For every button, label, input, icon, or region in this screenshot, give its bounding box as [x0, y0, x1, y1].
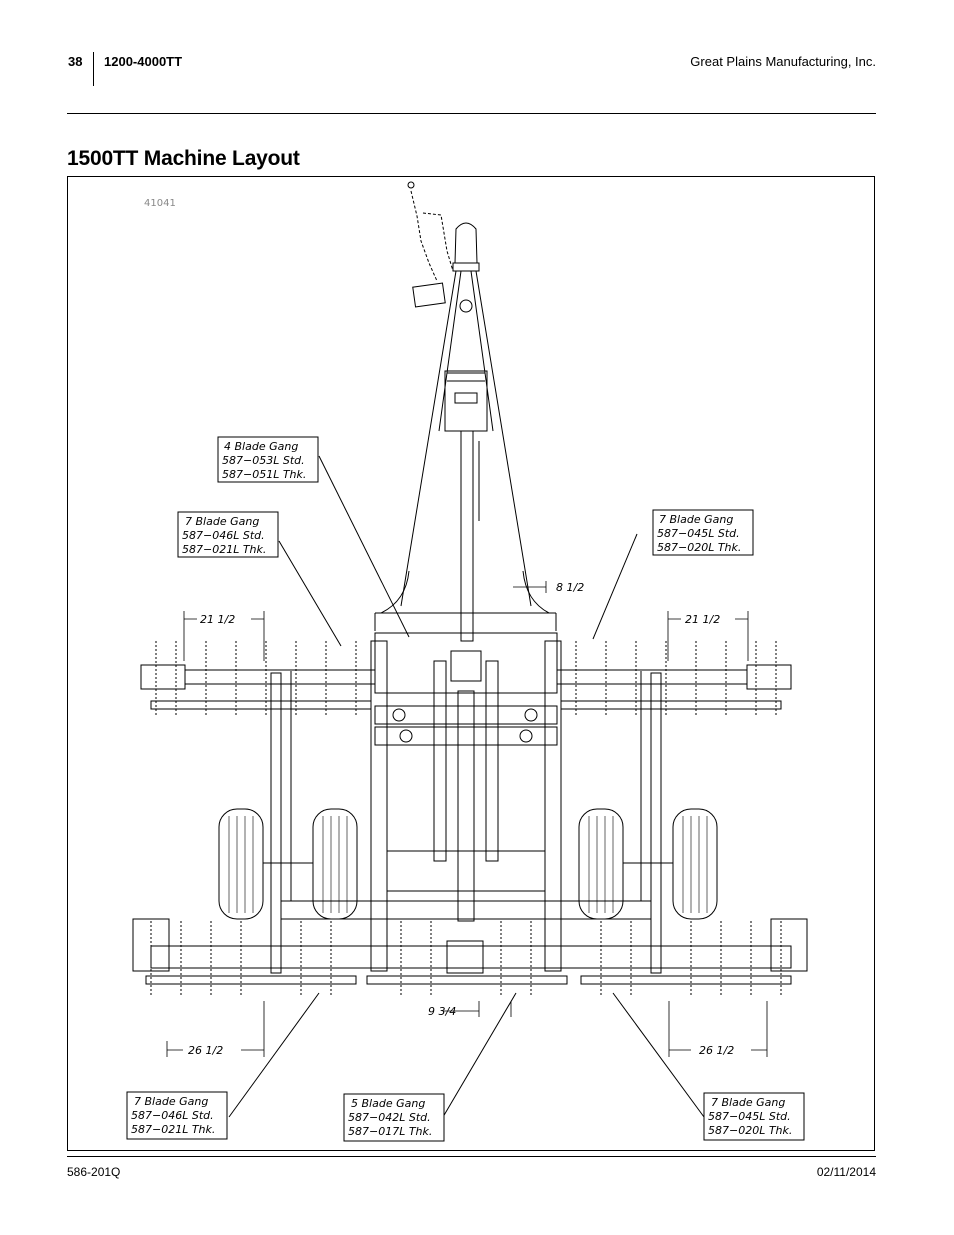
callout-bottom-center-line1: 5 Blade Gang	[351, 1097, 425, 1110]
machine-layout-diagram: 41041 4 Blade Gang 587−053L Std. 587−051…	[126, 181, 808, 1142]
callout-top-center-line3: 587−051L Thk.	[222, 468, 306, 481]
callout-box-7-blade-right	[652, 509, 754, 556]
callout-box-7-blade-rear-left	[126, 1091, 228, 1140]
hitch-tongue	[374, 222, 557, 642]
dimension-front-right: 21 1/2	[685, 613, 720, 626]
callout-mid-left-line1: 7 Blade Gang	[185, 515, 259, 528]
callout-box-5-blade	[343, 1093, 445, 1142]
front-left-gang	[140, 641, 376, 717]
leader-lines	[228, 455, 705, 1118]
callout-bottom-left-line2: 587−046L Std.	[131, 1109, 214, 1122]
callout-bottom-center-line3: 587−017L Thk.	[348, 1125, 432, 1138]
wheels	[218, 808, 718, 920]
dimension-front-left: 21 1/2	[200, 613, 235, 626]
hitch-chain	[407, 181, 454, 282]
callout-top-center-line2: 587−053L Std.	[222, 454, 305, 467]
callout-mid-left-line3: 587−021L Thk.	[182, 543, 266, 556]
section-title: 1500TT Machine Layout	[67, 147, 300, 170]
figure-frame: 41041 4 Blade Gang 587−053L Std. 587−051…	[67, 176, 875, 1151]
figure-id: 41041	[144, 198, 176, 209]
callout-box-7-blade-left	[177, 511, 279, 558]
callout-mid-right-line2: 587−045L Std.	[657, 527, 740, 540]
document-number: 586-201Q	[67, 1165, 121, 1179]
page-number: 38	[68, 54, 83, 69]
callout-bottom-center-line2: 587−042L Std.	[348, 1111, 431, 1124]
callout-bottom-left-line3: 587−021L Thk.	[131, 1123, 215, 1136]
rear-gang-row	[132, 918, 808, 996]
callout-top-center-line1: 4 Blade Gang	[224, 440, 298, 453]
callout-bottom-right-line1: 7 Blade Gang	[711, 1096, 785, 1109]
company-name: Great Plains Manufacturing, Inc.	[690, 54, 876, 69]
callout-bottom-right-line2: 587−045L Std.	[708, 1110, 791, 1123]
front-right-gang	[556, 641, 792, 717]
callout-mid-right-line1: 7 Blade Gang	[659, 513, 733, 526]
footer-rule	[67, 1156, 876, 1157]
document-date: 02/11/2014	[816, 1165, 876, 1179]
callout-box-4-blade	[217, 436, 319, 483]
main-frame	[270, 640, 662, 974]
header-rule	[67, 113, 876, 114]
dimension-rear-right: 26 1/2	[699, 1044, 734, 1057]
callout-mid-left-line2: 587−046L Std.	[182, 529, 265, 542]
dimension-rear-left: 26 1/2	[188, 1044, 223, 1057]
dimension-rear-center: 9 3/4	[428, 1005, 456, 1018]
callout-box-7-blade-rear-right	[703, 1092, 805, 1141]
model-name: 1200-4000TT	[104, 54, 183, 69]
callout-bottom-right-line3: 587−020L Thk.	[708, 1124, 792, 1137]
callout-mid-right-line3: 587−020L Thk.	[657, 541, 741, 554]
callout-bottom-left-line1: 7 Blade Gang	[134, 1095, 208, 1108]
dimension-lines	[166, 581, 768, 1057]
dimension-hitch-offset: 8 1/2	[556, 581, 584, 594]
front-center-gang	[374, 632, 558, 746]
header-divider	[93, 52, 94, 86]
